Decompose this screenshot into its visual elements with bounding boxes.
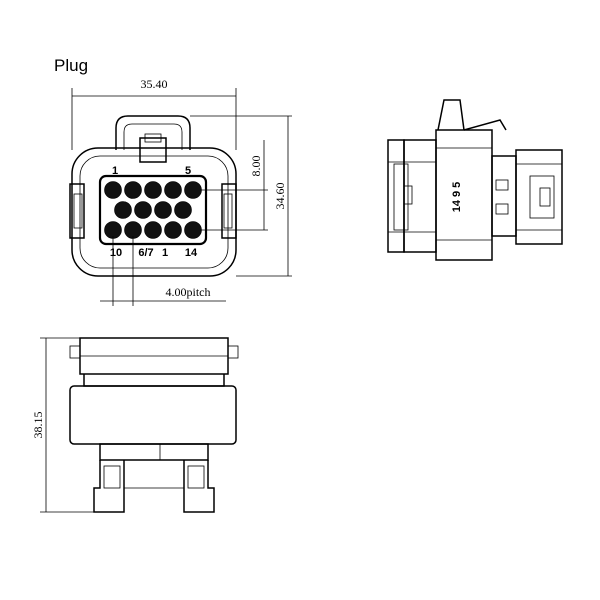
bottom-right-leg xyxy=(183,460,215,513)
side-latch xyxy=(437,99,465,131)
pin xyxy=(184,221,202,239)
pin-label-bottom-mid2: 1 xyxy=(162,247,168,259)
pin xyxy=(134,201,152,219)
side-pin-marks: 14 9 5 xyxy=(451,182,463,213)
pin-label-top-right: 5 xyxy=(185,165,191,177)
dim-height-label: 34.60 xyxy=(273,183,287,210)
front-pin-cavity xyxy=(98,174,208,246)
dim-row-spacing-label: 8.00 xyxy=(249,156,263,177)
pin xyxy=(124,181,142,199)
pin xyxy=(154,201,172,219)
bottom-main-body xyxy=(69,385,237,445)
dim-depth-label: 38.15 xyxy=(31,412,45,439)
pin xyxy=(184,181,202,199)
front-latch-tab xyxy=(139,137,167,163)
pin-label-bottom-mid: 6/7 xyxy=(138,247,153,259)
side-flange-left xyxy=(387,139,405,253)
bottom-view: 38.15 xyxy=(31,337,239,513)
front-housing-inner xyxy=(79,155,229,269)
front-view: 1 5 10 6/7 1 14 35.40 34.60 8.00 4.00pit… xyxy=(69,77,292,306)
front-housing-outer xyxy=(71,147,237,277)
pin xyxy=(104,221,122,239)
side-main-body xyxy=(435,129,493,261)
pin xyxy=(174,201,192,219)
pin-label-top-left: 1 xyxy=(112,165,118,177)
side-view: 14 9 5 xyxy=(387,99,563,261)
side-terminal-block xyxy=(491,155,517,237)
pin xyxy=(144,181,162,199)
pin xyxy=(164,221,182,239)
dim-width-label: 35.40 xyxy=(141,77,168,91)
side-flange xyxy=(403,139,437,253)
dim-pitch-label: 4.00pitch xyxy=(166,285,211,299)
drawing-title: Plug xyxy=(54,56,88,75)
pin xyxy=(124,221,142,239)
pin xyxy=(114,201,132,219)
pin xyxy=(144,221,162,239)
front-left-ear xyxy=(69,183,85,239)
bottom-left-leg xyxy=(93,460,125,513)
side-front-housing xyxy=(515,149,563,245)
pin-label-bottom-left: 10 xyxy=(110,247,122,259)
pin-label-bottom-right: 14 xyxy=(185,247,198,259)
front-right-ear xyxy=(221,183,237,239)
front-latch-loop xyxy=(115,115,191,150)
pin xyxy=(104,181,122,199)
pin xyxy=(164,181,182,199)
